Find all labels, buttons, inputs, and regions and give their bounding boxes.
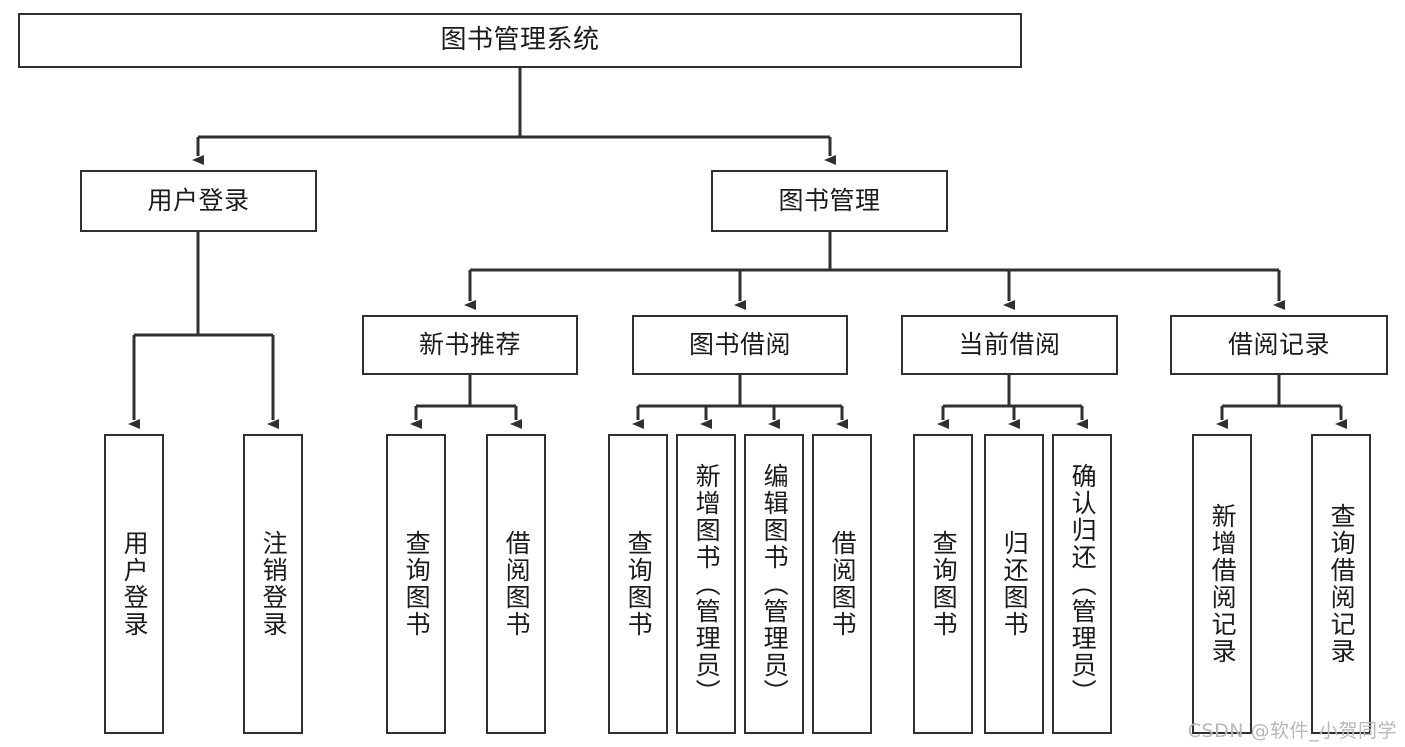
node-book-borrow[interactable]: 图书借阅: [632, 315, 848, 375]
node-leaf-confirm-return-admin-label: 确认归还（管理员）: [1068, 462, 1098, 706]
node-leaf-borrow-book-new-label: 借阅图书: [502, 530, 532, 638]
node-leaf-user-login-label: 用户登录: [120, 530, 150, 638]
node-borrow-record[interactable]: 借阅记录: [1170, 315, 1388, 375]
node-leaf-query-book-current[interactable]: 查询图书: [913, 434, 973, 734]
node-book-borrow-label: 图书借阅: [688, 330, 791, 360]
node-leaf-borrow-book-new[interactable]: 借阅图书: [486, 434, 546, 734]
node-current-borrow-label: 当前借阅: [958, 330, 1061, 360]
node-leaf-add-book-admin-label: 新增图书（管理员）: [692, 462, 722, 706]
node-leaf-add-borrow-record-label: 新增借阅记录: [1208, 503, 1238, 665]
node-root[interactable]: 图书管理系统: [18, 13, 1022, 68]
node-current-borrow[interactable]: 当前借阅: [901, 315, 1118, 375]
node-user-login-label: 用户登录: [147, 186, 250, 216]
node-leaf-query-borrow-record[interactable]: 查询借阅记录: [1311, 434, 1371, 734]
node-user-login[interactable]: 用户登录: [80, 170, 317, 232]
node-new-book-recommend-label: 新书推荐: [418, 330, 521, 360]
node-leaf-return-book-label: 归还图书: [1000, 530, 1030, 638]
node-leaf-logout[interactable]: 注销登录: [243, 434, 303, 734]
node-borrow-record-label: 借阅记录: [1227, 330, 1330, 360]
node-leaf-confirm-return-admin[interactable]: 确认归还（管理员）: [1052, 434, 1112, 734]
node-leaf-borrow-book[interactable]: 借阅图书: [812, 434, 872, 734]
node-leaf-borrow-book-label: 借阅图书: [828, 530, 858, 638]
node-leaf-edit-book-admin[interactable]: 编辑图书（管理员）: [744, 434, 804, 734]
node-leaf-return-book[interactable]: 归还图书: [984, 434, 1044, 734]
node-leaf-query-borrow-record-label: 查询借阅记录: [1327, 503, 1357, 665]
node-leaf-query-book-current-label: 查询图书: [929, 530, 959, 638]
node-book-manage[interactable]: 图书管理: [711, 170, 948, 232]
node-leaf-query-book-new-label: 查询图书: [402, 530, 432, 638]
node-leaf-user-login[interactable]: 用户登录: [104, 434, 164, 734]
csdn-watermark: CSDN @软件_小贺同学: [1187, 720, 1397, 742]
node-leaf-query-book-borrow[interactable]: 查询图书: [608, 434, 668, 734]
node-book-manage-label: 图书管理: [778, 186, 881, 216]
node-leaf-edit-book-admin-label: 编辑图书（管理员）: [760, 462, 790, 706]
node-new-book-recommend[interactable]: 新书推荐: [362, 315, 578, 375]
node-leaf-add-borrow-record[interactable]: 新增借阅记录: [1192, 434, 1252, 734]
node-leaf-logout-label: 注销登录: [259, 530, 289, 638]
node-leaf-add-book-admin[interactable]: 新增图书（管理员）: [676, 434, 736, 734]
node-root-label: 图书管理系统: [440, 25, 600, 56]
node-leaf-query-book-new[interactable]: 查询图书: [386, 434, 446, 734]
node-leaf-query-book-borrow-label: 查询图书: [624, 530, 654, 638]
